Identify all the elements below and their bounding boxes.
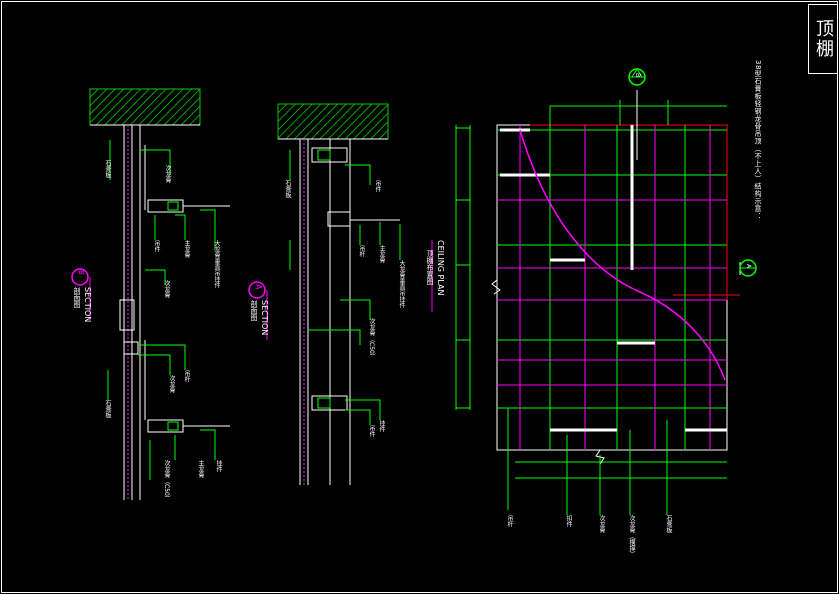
section-b-title-en: SECTION: [83, 287, 92, 323]
plan-label-1: 扣件: [565, 515, 572, 527]
section-a-label-4: 大龙骨垂直吊挂件: [398, 260, 405, 308]
section-b-label-9: 主龙骨: [197, 460, 204, 478]
section-a-label-6: 吊件: [368, 425, 375, 437]
section-b-label-8: 吊杆: [183, 370, 190, 382]
section-b-label-10: 挂件: [215, 460, 222, 472]
plan-curve: [519, 129, 726, 381]
section-a-label-2: 吊杆: [358, 245, 365, 257]
plan-marker-b-letter: B: [634, 73, 641, 78]
sheet-title: 顶棚: [813, 19, 834, 59]
section-a-letter: A: [254, 284, 263, 290]
section-a-label-5: 次龙骨（C50）: [368, 318, 375, 360]
section-b-label-11: 次龙骨（C50）: [163, 460, 170, 502]
plan-title-cn: 顶棚布置图: [426, 250, 434, 285]
plan-marker-a-letter: A: [745, 264, 752, 269]
section-b-letter: B: [77, 270, 85, 275]
section-a-drawing: [248, 103, 401, 485]
plan-label-4: 石膏板: [665, 515, 672, 533]
section-b-label-3: 主龙骨: [183, 240, 190, 258]
section-a-label-7: 挂件: [378, 420, 385, 432]
section-a-title-en: SECTION: [260, 300, 269, 336]
section-b-label-0: 石膏板: [104, 160, 111, 178]
section-b-label-1: 次龙骨: [164, 165, 171, 183]
slab-hatch-b: [89, 88, 201, 126]
section-a-label-0: 石膏板: [284, 180, 291, 198]
slab-hatch-a: [277, 103, 389, 140]
section-b-label-2: 吊件: [153, 240, 160, 252]
section-b-label-6: 石膏板: [104, 400, 111, 418]
plan-title-en: CEILING PLAN: [436, 240, 445, 296]
section-b-title-cn: 剖面图: [73, 287, 81, 308]
structure-note: 38型石膏板轻钢龙骨吊顶（不上人）结构示意：: [754, 60, 762, 220]
section-b-label-4: 次龙骨: [163, 280, 170, 298]
section-a-marker-circle: [248, 281, 266, 299]
plan-label-0: 吊杆: [506, 515, 513, 527]
plan-label-2: 次龙骨: [598, 515, 605, 533]
section-a-label-3: 主龙骨: [378, 245, 385, 263]
section-a-title-cn: 剖面图: [250, 300, 258, 321]
section-b-label-5: 大龙骨垂直吊挂件: [213, 240, 220, 288]
section-a-label-1: 吊件: [374, 180, 381, 192]
plan-label-3: 次龙骨（横撑）: [628, 515, 635, 557]
section-b-label-7: 次龙骨: [168, 375, 175, 393]
section-b-marker-circle: [71, 268, 89, 286]
section-b-drawing: [71, 88, 230, 500]
title-block: 顶棚: [808, 4, 838, 74]
ceiling-plan-drawing: [431, 68, 757, 515]
